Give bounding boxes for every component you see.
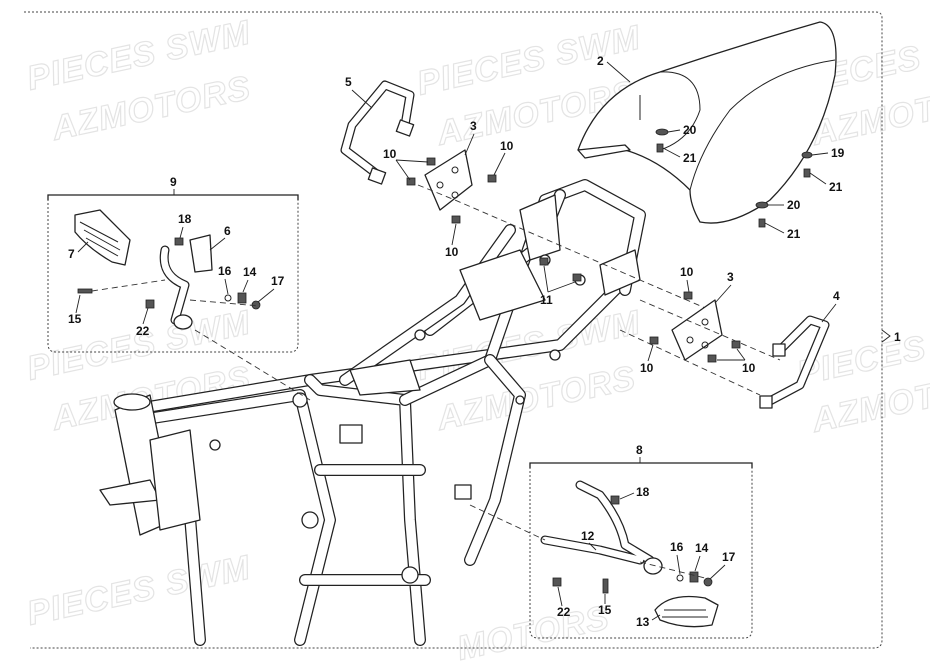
callout-5: 5: [345, 75, 352, 89]
assembly-bracket: [881, 329, 891, 343]
callout-17a: 17: [271, 274, 285, 288]
callout-3b: 3: [727, 270, 734, 284]
assembly-outline: [24, 11, 883, 649]
box9-bracket: [189, 234, 213, 273]
callout-20a: 20: [683, 123, 697, 137]
callout-11: 11: [540, 293, 553, 307]
callout-8: 8: [636, 443, 643, 457]
box8-leader: [469, 504, 546, 541]
main-frame: [99, 179, 646, 646]
callout-9: 9: [170, 175, 177, 189]
callout-10c: 10: [445, 245, 459, 259]
watermark: MOTORS: [454, 599, 613, 661]
callout-6: 6: [224, 224, 231, 238]
callout-2: 2: [597, 54, 604, 68]
callout-21c: 21: [829, 180, 843, 194]
callout-22a: 22: [136, 324, 150, 338]
callout-21b: 21: [787, 227, 801, 241]
callout-10d: 10: [680, 265, 694, 279]
callout-10a: 10: [383, 147, 397, 161]
left-seat-bracket: [424, 149, 473, 211]
callout-14a: 14: [243, 265, 257, 279]
callout-16b: 16: [670, 540, 684, 554]
callout-14b: 14: [695, 541, 709, 555]
bolts-right: [649, 291, 741, 363]
callout-13: 13: [636, 615, 650, 629]
callout-10e: 10: [640, 361, 654, 375]
box9-leader: [194, 329, 311, 401]
callout-7: 7: [68, 247, 75, 261]
callout-15a: 15: [68, 312, 82, 326]
box8-footpeg: [654, 595, 719, 628]
callout-12: 12: [581, 529, 595, 543]
callout-4: 4: [833, 289, 840, 303]
right-seat-bracket: [671, 299, 723, 361]
callout-15b: 15: [598, 603, 612, 617]
bolts-left: [406, 157, 582, 282]
callout-16a: 16: [218, 264, 232, 278]
right-grab-handle: [759, 315, 830, 409]
seat-fasteners: [655, 128, 829, 234]
box9-footpeg: [74, 209, 131, 266]
callout-3a: 3: [470, 119, 477, 133]
watermark: PIECES SWM: [24, 548, 254, 632]
callout-10f: 10: [742, 361, 756, 375]
callout-19: 19: [831, 146, 845, 160]
box-8: 8 12 18 16 14 17 15 22 13: [529, 443, 753, 639]
callout-10b: 10: [500, 139, 514, 153]
callout-20b: 20: [787, 198, 801, 212]
callout-21a: 21: [683, 151, 697, 165]
seat: [577, 21, 837, 224]
left-grab-handle: [340, 80, 415, 185]
callout-17b: 17: [722, 550, 736, 564]
callout-22b: 22: [557, 605, 571, 619]
callout-18a: 18: [178, 212, 192, 226]
callout-18b: 18: [636, 485, 650, 499]
callout-1: 1: [894, 330, 901, 344]
box-9: 9 7 6 18 16 14 17 15 22: [47, 175, 299, 353]
